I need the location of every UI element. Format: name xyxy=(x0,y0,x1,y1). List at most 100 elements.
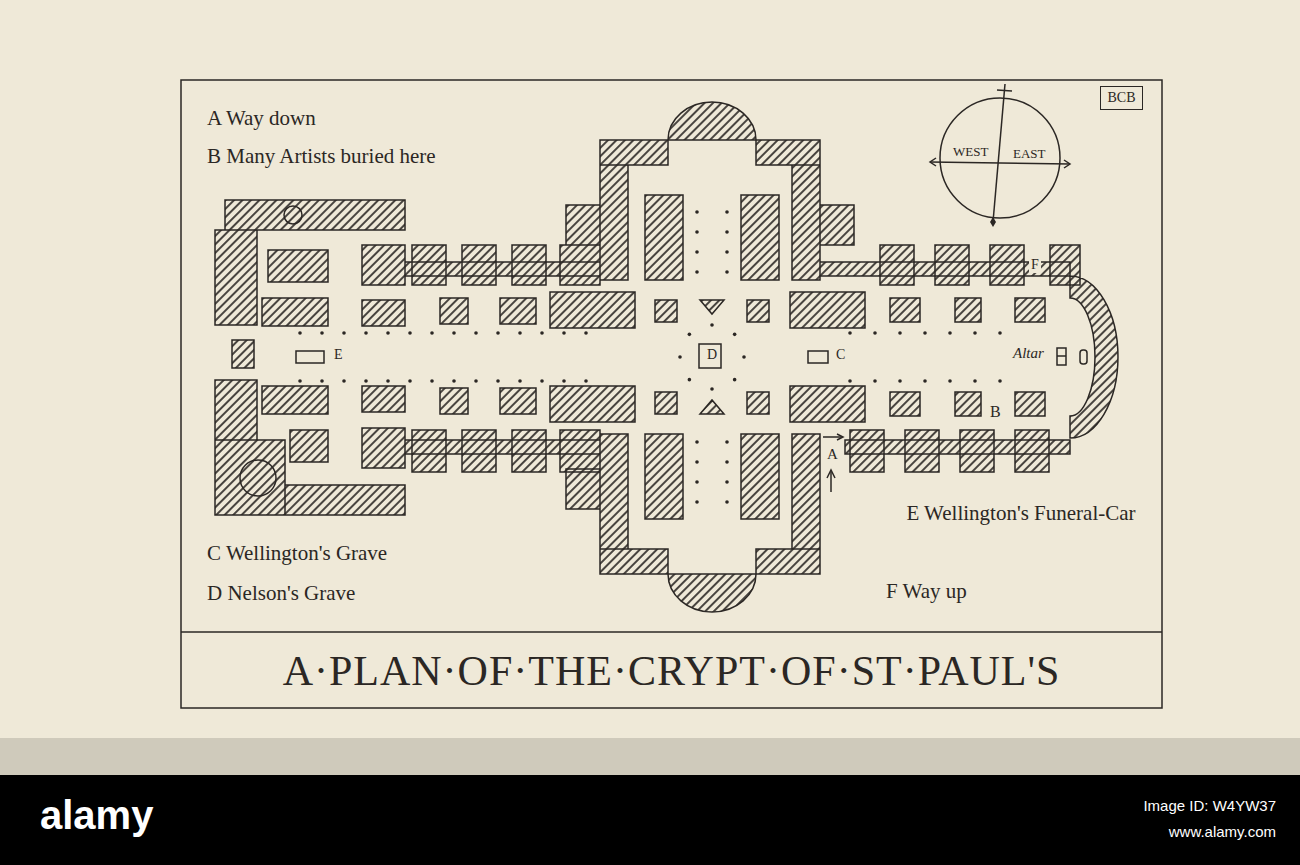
direction-label: EAST xyxy=(1012,147,1047,161)
column-dot xyxy=(725,250,729,254)
watermark: alamy xyxy=(40,792,153,838)
column-dot xyxy=(725,210,729,214)
compass-circle xyxy=(940,98,1060,218)
column-dot xyxy=(873,379,877,383)
column-dot xyxy=(430,379,434,383)
plan-letter: B xyxy=(988,403,1003,421)
column-dot xyxy=(386,331,390,335)
way-arrow xyxy=(837,434,843,440)
compass-needle xyxy=(993,84,1005,222)
page-edge xyxy=(0,738,1300,775)
column-dot xyxy=(742,355,746,359)
key-entry: D Nelson's Grave xyxy=(207,581,355,605)
compass-arrow xyxy=(1064,160,1070,168)
column-dot xyxy=(342,331,346,335)
column-dot xyxy=(695,270,699,274)
altar-mark xyxy=(1057,355,1066,357)
column-dot xyxy=(695,210,699,214)
direction-label: WEST xyxy=(952,145,989,159)
column-dot xyxy=(848,331,852,335)
column-dot xyxy=(923,379,927,383)
column-dot xyxy=(725,440,729,444)
column-dot xyxy=(688,333,692,337)
column-dot xyxy=(364,379,368,383)
funeral-car-mark xyxy=(296,351,324,363)
column-dot xyxy=(710,323,714,327)
column-dot xyxy=(320,331,324,335)
column-dot xyxy=(540,331,544,335)
column-dot xyxy=(320,379,324,383)
altar-label: Altar xyxy=(1011,345,1046,362)
plan-letter: A xyxy=(825,446,840,463)
column-dot xyxy=(725,480,729,484)
column-dot xyxy=(474,379,478,383)
compass-axis xyxy=(930,162,1070,164)
column-dot xyxy=(695,440,699,444)
column-dot xyxy=(298,331,302,335)
column-dot xyxy=(998,331,1002,335)
column-dot xyxy=(948,379,952,383)
column-dot xyxy=(562,331,566,335)
stair-well xyxy=(240,460,276,496)
column-dot xyxy=(298,379,302,383)
stair-well xyxy=(284,206,302,224)
compass-arrow xyxy=(930,158,936,166)
column-dot xyxy=(733,378,737,382)
column-dot xyxy=(518,379,522,383)
column-dot xyxy=(948,331,952,335)
way-arrow xyxy=(827,470,835,478)
frame xyxy=(181,80,1162,708)
column-dot xyxy=(695,250,699,254)
column-dot xyxy=(584,379,588,383)
column-dot xyxy=(695,500,699,504)
key-entry: F Way up xyxy=(886,579,967,603)
column-dot xyxy=(848,379,852,383)
column-dot xyxy=(452,331,456,335)
altar-mark xyxy=(1057,348,1066,365)
watermark: Image ID: W4YW37 xyxy=(1143,797,1276,814)
column-dot xyxy=(540,379,544,383)
wall-hatching xyxy=(215,102,1118,612)
column-dot xyxy=(725,500,729,504)
plan-letter: E xyxy=(332,347,345,363)
plan-letter: C xyxy=(834,347,847,363)
column-dot xyxy=(688,378,692,382)
column-dot xyxy=(973,331,977,335)
key-entry: E Wellington's Funeral-Car xyxy=(886,501,1156,525)
column-dot xyxy=(710,387,714,391)
column-dot xyxy=(725,270,729,274)
column-dot xyxy=(452,379,456,383)
initials-text: BCB xyxy=(1107,90,1135,105)
column-dot xyxy=(923,331,927,335)
column-dot xyxy=(725,230,729,234)
column-dot xyxy=(695,480,699,484)
column-dot xyxy=(364,331,368,335)
column-dot xyxy=(408,379,412,383)
banner xyxy=(0,775,1300,865)
column-dot xyxy=(496,331,500,335)
plan-letter: D xyxy=(705,347,719,363)
initials-box: BCB xyxy=(1100,86,1143,110)
title-band: A·PLAN·OF·THE·CRYPT·OF·ST·PAUL'S xyxy=(181,634,1162,708)
watermark: www.alamy.com xyxy=(1169,823,1276,840)
column-dot xyxy=(342,379,346,383)
column-dots xyxy=(298,210,1002,504)
key-entry: B Many Artists buried here xyxy=(207,144,436,168)
way-arrow xyxy=(823,436,842,438)
column-dot xyxy=(496,379,500,383)
column-dot xyxy=(386,379,390,383)
column-dot xyxy=(998,379,1002,383)
column-dot xyxy=(584,331,588,335)
column-dot xyxy=(678,355,682,359)
column-dot xyxy=(898,379,902,383)
plan-letter: F xyxy=(1029,257,1041,273)
compass-cross xyxy=(997,90,1012,91)
compass-point xyxy=(990,217,996,227)
column-dot xyxy=(973,379,977,383)
column-dot xyxy=(562,379,566,383)
column-dot xyxy=(733,333,737,337)
column-dot xyxy=(898,331,902,335)
title-rule xyxy=(181,631,1162,633)
key-entry: C Wellington's Grave xyxy=(207,541,387,565)
